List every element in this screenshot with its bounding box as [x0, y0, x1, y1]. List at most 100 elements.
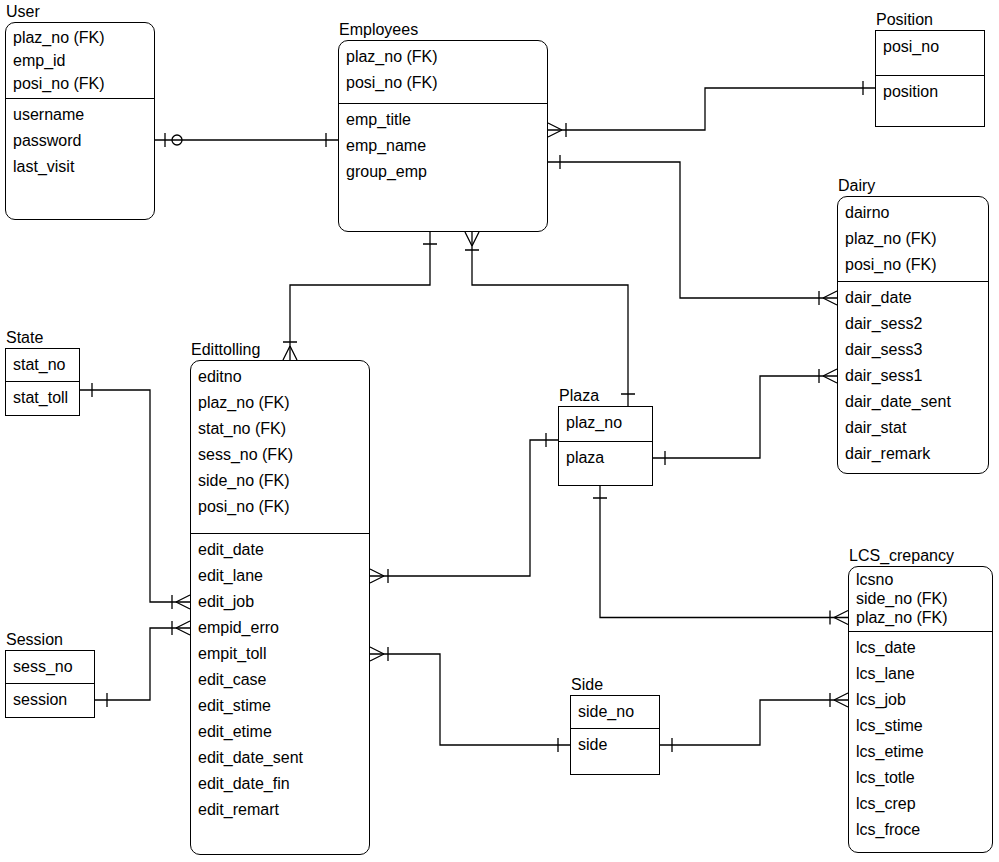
- entity-name: LCS_crepancy: [848, 546, 954, 566]
- cardinality-mark: [370, 433, 546, 583]
- entity-border: plaz_noplaza: [558, 406, 653, 486]
- attribute: dair_remark: [845, 441, 930, 467]
- attribute: lcs_totle: [856, 765, 915, 791]
- relationship-line: [370, 654, 570, 745]
- attribute: edit_case: [198, 667, 267, 693]
- attribute: lcs_froce: [856, 817, 920, 843]
- relationship: [283, 232, 437, 360]
- key-section: sess_no: [6, 651, 94, 684]
- key-attribute: sess_no (FK): [198, 442, 293, 468]
- key-section: stat_no: [6, 349, 79, 382]
- attribute: edit_remart: [198, 797, 279, 823]
- attribute: edit_stime: [198, 693, 271, 719]
- key-section: plaz_no (FK)emp_idposi_no (FK): [6, 23, 154, 99]
- entity-box: Side side_noside: [570, 675, 660, 775]
- attribute: dair_sess2: [845, 311, 922, 337]
- attribute: dair_date: [845, 285, 912, 311]
- relationship-line: [95, 628, 190, 700]
- entity-border: stat_no stat_toll: [5, 348, 80, 416]
- attribute: position: [883, 79, 938, 105]
- relationship-line: [290, 232, 430, 360]
- key-section: posi_no: [876, 31, 984, 76]
- entity-name: Edittolling: [190, 340, 260, 360]
- relationship-line: [370, 440, 558, 576]
- key-section: side_no: [571, 696, 659, 729]
- relationship-line: [660, 700, 848, 745]
- attribute: group_emp: [346, 159, 427, 185]
- entity-box: LCS_crepancylcsnoside_no (FK)plaz_no (FK…: [848, 546, 993, 853]
- entity-box: Position posi_no position: [875, 10, 985, 127]
- attribute: lcs_lane: [856, 661, 915, 687]
- attribute-section: emp_titleemp_namegroup_emp: [339, 104, 547, 231]
- relationship: [465, 232, 635, 406]
- attribute: session: [13, 687, 67, 713]
- cardinality-mark: [283, 244, 437, 360]
- attribute: lcs_stime: [856, 713, 923, 739]
- key-section: lcsnoside_no (FK)plaz_no (FK): [849, 567, 992, 632]
- attribute: edit_lane: [198, 563, 263, 589]
- cardinality-mark: [593, 498, 848, 625]
- key-attribute: side_no (FK): [198, 468, 290, 494]
- cardinality-mark: [665, 369, 837, 465]
- entity-name: Employees: [338, 20, 418, 40]
- entity-border: editnoplaz_no (FK)stat_no (FK)sess_no (F…: [190, 360, 370, 855]
- relationship: [593, 486, 848, 625]
- key-attribute: posi_no: [883, 34, 939, 60]
- relationship-line: [80, 390, 190, 602]
- entity-border: plaz_no (FK)posi_no (FK)emp_titleemp_nam…: [338, 40, 548, 232]
- attribute: lcs_job: [856, 687, 906, 713]
- attribute: dair_sess1: [845, 363, 922, 389]
- key-attribute: plaz_no: [566, 410, 622, 436]
- attribute-section: usernamepasswordlast_visit: [6, 99, 154, 219]
- cardinality-mark: [548, 81, 863, 137]
- attribute: dair_date_sent: [845, 389, 951, 415]
- attribute: plaza: [566, 445, 604, 471]
- attribute: lcs_date: [856, 635, 916, 661]
- key-attribute: stat_no (FK): [198, 416, 286, 442]
- attribute: last_visit: [13, 154, 74, 180]
- entity-name: Session: [5, 630, 63, 650]
- relationship-line: [600, 486, 848, 618]
- attribute: username: [13, 102, 84, 128]
- cardinality-mark: [465, 232, 635, 394]
- entity-name: Dairy: [837, 176, 875, 196]
- attribute-section: session: [6, 684, 94, 717]
- cardinality-mark: [92, 383, 190, 609]
- entity-name: Position: [875, 10, 933, 30]
- cardinality-mark: [165, 133, 326, 147]
- relationship: [370, 433, 558, 583]
- attribute: empid_erro: [198, 615, 279, 641]
- key-attribute: posi_no (FK): [13, 72, 105, 95]
- attribute: emp_name: [346, 133, 426, 159]
- entity-border: sess_nosession: [5, 650, 95, 718]
- attribute: side: [578, 732, 607, 758]
- attribute-section: plaza: [559, 442, 652, 485]
- key-attribute: plaz_no (FK): [13, 26, 105, 49]
- key-attribute: stat_no: [13, 352, 65, 378]
- key-section: dairnoplaz_no (FK)posi_no (FK): [838, 197, 988, 282]
- entity-border: plaz_no (FK)emp_idposi_no (FK)usernamepa…: [5, 22, 155, 220]
- cardinality-mark: [672, 693, 848, 752]
- key-attribute: dairno: [845, 200, 889, 226]
- attribute-section: side: [571, 729, 659, 774]
- key-attribute: plaz_no (FK): [845, 226, 937, 252]
- attribute-section: dair_datedair_sess2dair_sess3dair_sess1d…: [838, 282, 988, 473]
- key-attribute: plaz_no (FK): [346, 44, 438, 70]
- key-section: editnoplaz_no (FK)stat_no (FK)sess_no (F…: [191, 361, 369, 534]
- attribute: edit_etime: [198, 719, 272, 745]
- entity-box: Edittollingeditnoplaz_no (FK)stat_no (FK…: [190, 340, 370, 855]
- attribute: edit_job: [198, 589, 254, 615]
- attribute: dair_sess3: [845, 337, 922, 363]
- key-attribute: emp_id: [13, 49, 65, 72]
- entity-name: Side: [570, 675, 603, 695]
- entity-border: dairnoplaz_no (FK)posi_no (FK)dair_dated…: [837, 196, 989, 474]
- key-attribute: side_no: [578, 699, 634, 725]
- relationship-line: [548, 162, 837, 298]
- key-attribute: plaz_no (FK): [198, 390, 290, 416]
- key-section: plaz_no (FK)posi_no (FK): [339, 41, 547, 104]
- attribute: dair_stat: [845, 415, 906, 441]
- key-section: plaz_no: [559, 407, 652, 442]
- attribute: stat_toll: [13, 385, 68, 411]
- entity-border: posi_no position: [875, 30, 985, 127]
